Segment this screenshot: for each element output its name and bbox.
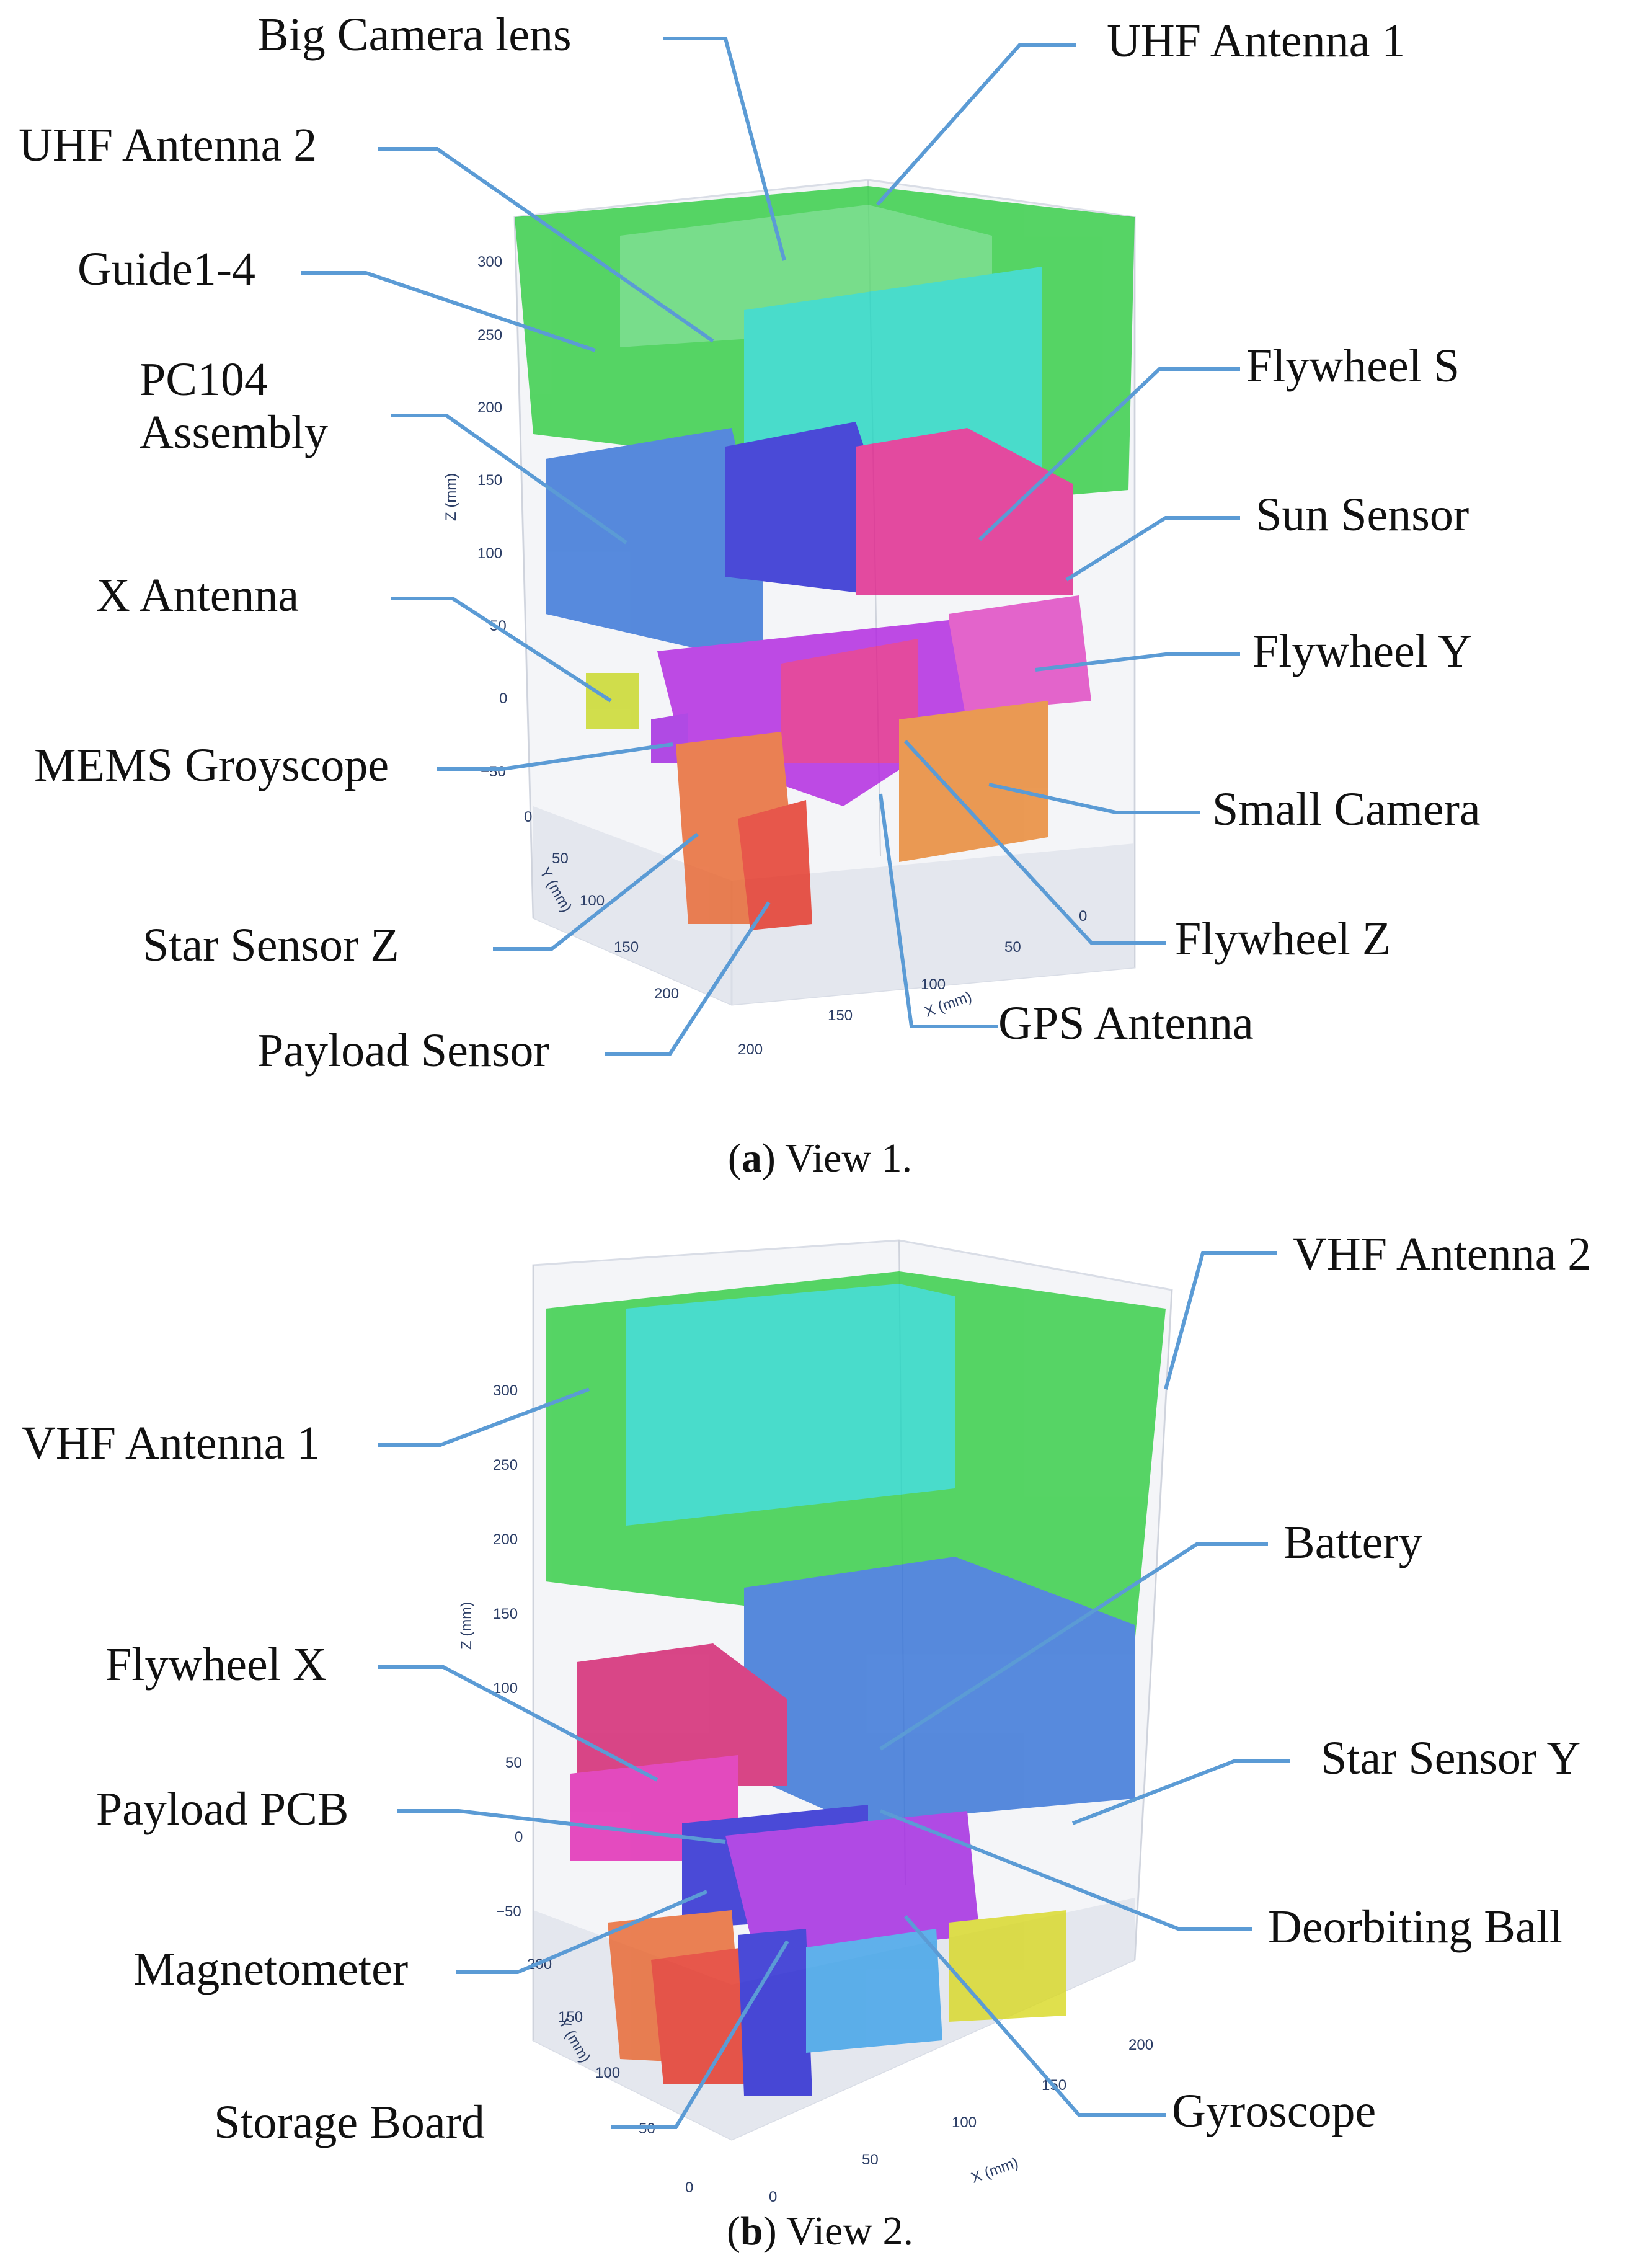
svg-text:150: 150 <box>493 1606 518 1622</box>
svg-text:50: 50 <box>1004 939 1021 956</box>
label-uhf-antenna-2: UHF Antenna 2 <box>19 119 317 171</box>
caption-view-1: (a) View 1. <box>727 1136 913 1181</box>
svg-text:200: 200 <box>477 399 502 416</box>
svg-text:0: 0 <box>1079 908 1087 925</box>
svg-text:200: 200 <box>738 1041 763 1058</box>
svg-text:100: 100 <box>580 892 605 909</box>
label-vhf-antenna-1: VHF Antenna 1 <box>22 1417 321 1469</box>
label-payload-pcb: Payload PCB <box>96 1783 349 1835</box>
svg-text:150: 150 <box>477 472 502 489</box>
label-flywheel-z: Flywheel Z <box>1175 913 1391 965</box>
label-uhf-antenna-1: UHF Antenna 1 <box>1107 15 1406 67</box>
svg-text:X (mm): X (mm) <box>969 2154 1021 2186</box>
svg-text:50: 50 <box>862 2151 879 2168</box>
svg-text:100: 100 <box>595 2065 620 2081</box>
svg-text:−50: −50 <box>481 763 506 780</box>
leader-lines <box>301 37 1240 1056</box>
label-battery: Battery <box>1283 1516 1422 1568</box>
pink-block <box>781 639 918 763</box>
label-pc104-assembly: PC104 Assembly <box>140 354 328 459</box>
svg-text:Z (mm): Z (mm) <box>443 473 459 521</box>
svg-text:150: 150 <box>614 939 639 956</box>
svg-text:250: 250 <box>493 1457 518 1474</box>
label-x-antenna: X Antenna <box>96 569 299 621</box>
label-big-camera-lens: Big Camera lens <box>257 9 572 61</box>
svg-text:100: 100 <box>477 545 502 562</box>
svg-text:0: 0 <box>524 809 532 825</box>
battery-block <box>744 1557 1135 1823</box>
svg-text:0: 0 <box>685 2179 693 2196</box>
svg-text:150: 150 <box>828 1007 853 1024</box>
svg-text:0: 0 <box>769 2189 777 2205</box>
label-vhf-antenna-2: VHF Antenna 2 <box>1293 1228 1592 1280</box>
svg-text:0: 0 <box>515 1829 523 1846</box>
label-star-sensor-y: Star Sensor Y <box>1321 1732 1581 1784</box>
flywheel-x-block <box>577 1643 787 1786</box>
magnetometer-block <box>651 1947 756 2084</box>
z-axis: 300 250 200 150 100 50 0 −50 Z (mm) <box>443 254 507 780</box>
svg-text:50: 50 <box>552 850 569 867</box>
svg-text:100: 100 <box>921 976 946 993</box>
svg-text:X (mm): X (mm) <box>923 988 974 1020</box>
deep-blue-block <box>725 422 880 595</box>
label-payload-sensor: Payload Sensor <box>257 1025 549 1077</box>
small-camera-block <box>899 701 1048 862</box>
svg-text:250: 250 <box>477 327 502 344</box>
label-flywheel-s: Flywheel S <box>1246 340 1460 392</box>
svg-text:150: 150 <box>558 2009 583 2026</box>
panel-view-2: 300 250 200 150 100 50 0 −50 Z (mm) 200 … <box>0 1216 1640 2268</box>
svg-text:50: 50 <box>505 1754 522 1771</box>
panel-view-1: 300 250 200 150 100 50 0 −50 Z (mm) 0 50… <box>19 9 1481 1181</box>
label-mems-groyscope: MEMS Groyscope <box>34 739 389 791</box>
svg-text:300: 300 <box>493 1382 518 1399</box>
leader-lines <box>378 1251 1290 2129</box>
satellite-3d-view-2: 300 250 200 150 100 50 0 −50 Z (mm) 200 … <box>378 1239 1290 2205</box>
component-blocks <box>546 1271 1166 2096</box>
flywheel-s-block <box>856 428 1073 595</box>
svg-text:300: 300 <box>477 254 502 270</box>
svg-text:200: 200 <box>654 985 679 1002</box>
caption-view-2: (b) View 2. <box>727 2208 913 2254</box>
flywheel-y-block <box>949 595 1091 713</box>
label-flywheel-x: Flywheel X <box>105 1639 327 1691</box>
star-sensor-y-block <box>949 1910 1066 2022</box>
z-axis: 300 250 200 150 100 50 0 −50 Z (mm) <box>458 1382 523 1920</box>
label-gyroscope: Gyroscope <box>1172 2085 1376 2137</box>
label-small-camera: Small Camera <box>1212 783 1481 835</box>
label-gps-antenna: GPS Antenna <box>998 997 1254 1049</box>
payload-sensor-block <box>738 800 812 930</box>
svg-text:200: 200 <box>493 1531 518 1548</box>
svg-text:200: 200 <box>1128 2037 1153 2053</box>
satellite-3d-view-1: 300 250 200 150 100 50 0 −50 Z (mm) 0 50… <box>301 37 1240 1058</box>
x-antenna-cylinder <box>586 673 639 729</box>
violet-block <box>725 1811 980 1960</box>
label-magnetometer: Magnetometer <box>133 1943 409 1995</box>
pc104-assembly-block <box>546 428 763 664</box>
storage-board-block <box>738 1929 812 2096</box>
cyan-panel-block <box>626 1284 955 1526</box>
label-sun-sensor: Sun Sensor <box>1256 489 1469 541</box>
component-blocks <box>515 186 1135 930</box>
label-guide: Guide1-4 <box>78 243 256 295</box>
svg-text:0: 0 <box>499 690 507 707</box>
svg-text:Z (mm): Z (mm) <box>458 1602 475 1650</box>
label-flywheel-y: Flywheel Y <box>1252 625 1472 677</box>
svg-text:100: 100 <box>952 2114 977 2131</box>
gyroscope-block <box>806 1929 942 2053</box>
label-star-sensor-z: Star Sensor Z <box>143 919 399 971</box>
svg-text:−50: −50 <box>496 1903 521 1920</box>
label-storage-board: Storage Board <box>214 2096 485 2148</box>
label-deorbiting-ball: Deorbiting Ball <box>1268 1901 1562 1953</box>
